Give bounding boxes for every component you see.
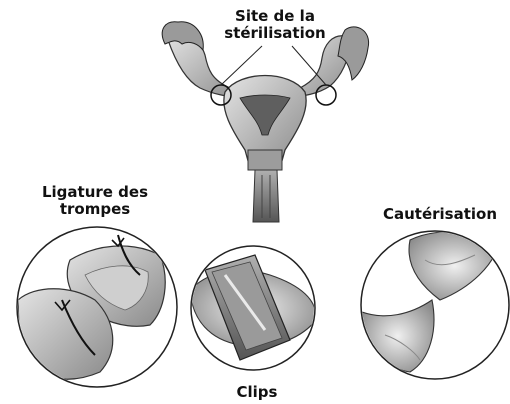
site-label-line2: stérilisation: [205, 25, 345, 42]
cauterisation-label: Cautérisation: [372, 206, 508, 223]
ligature-label: Ligature des trompes: [30, 184, 160, 218]
vaginal-canal: [253, 170, 279, 222]
cervix: [248, 150, 282, 170]
uterus-illustration: [162, 22, 368, 222]
site-label-line1: Site de la: [205, 8, 345, 25]
clips-panel: [190, 246, 316, 370]
ligature-panel: [17, 227, 177, 387]
ligature-label-line1: Ligature des: [30, 184, 160, 201]
site-label: Site de la stérilisation: [205, 8, 345, 42]
clips-label: Clips: [222, 384, 292, 401]
cauterisation-panel: [361, 231, 509, 379]
ligature-label-line2: trompes: [30, 201, 160, 218]
